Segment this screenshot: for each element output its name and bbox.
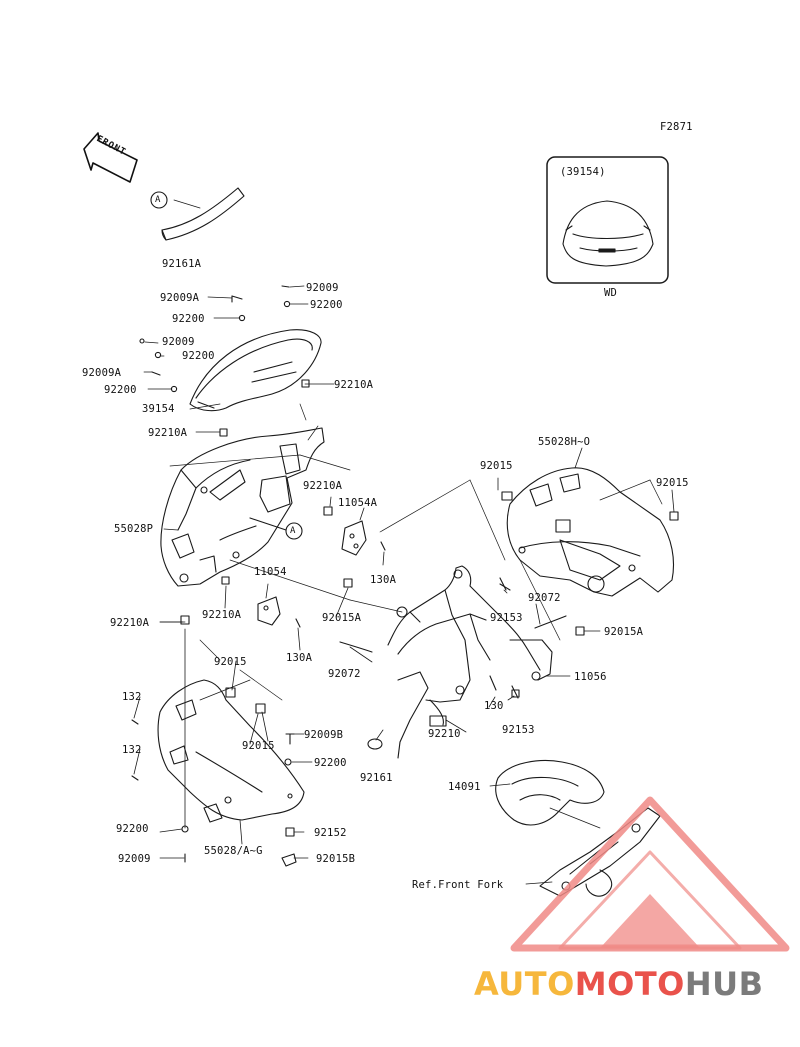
- cowl-stay-frame: [387, 565, 553, 759]
- part-label: 92152: [314, 827, 347, 839]
- part-label: 132: [122, 744, 142, 756]
- part-label: 92009A: [82, 367, 122, 379]
- part-label: 92161A: [162, 258, 202, 270]
- part-label: 130A: [370, 574, 397, 586]
- part-label: 92210: [428, 728, 461, 740]
- part-label: 92015: [214, 656, 247, 668]
- trim-pad-92161a: [150, 187, 245, 241]
- windshield-39154: [189, 329, 322, 412]
- part-label: 11054A: [338, 497, 378, 509]
- part-label: 11056: [574, 671, 607, 683]
- lower-cowl-55028ag: [131, 679, 305, 823]
- part-label: 92200: [172, 313, 205, 325]
- part-label: 92009: [118, 853, 151, 865]
- part-label: 92153: [502, 724, 535, 736]
- automotohub-logo: AUTOMOTOHUB: [474, 966, 764, 1002]
- part-label: 92200: [310, 299, 343, 311]
- part-label: 92200: [182, 350, 215, 362]
- part-label: 92210A: [110, 617, 150, 629]
- front-arrow-icon: [83, 132, 138, 183]
- plug-92161: [367, 738, 383, 750]
- cover-14091: [495, 760, 605, 826]
- marker-a-label-2: A: [290, 526, 296, 536]
- inset-frame: [546, 156, 669, 284]
- part-label: 92072: [528, 592, 561, 604]
- bracket-11054: [221, 576, 301, 628]
- part-label: 55028P: [114, 523, 154, 535]
- part-label: 92009: [306, 282, 339, 294]
- assembly-lines: [169, 403, 663, 829]
- figure-code: F2871: [660, 121, 693, 133]
- reference-label: Ref.Front Fork: [412, 879, 504, 891]
- part-label: 130: [484, 700, 504, 712]
- part-label: 132: [122, 691, 142, 703]
- inset-caption: WD: [604, 287, 618, 299]
- part-label: 55028H~O: [538, 436, 591, 448]
- part-label: 130A: [286, 652, 313, 664]
- part-label: 92015: [656, 477, 689, 489]
- part-label: 92015B: [316, 853, 356, 865]
- part-label: 92161: [360, 772, 393, 784]
- part-label: 14091: [448, 781, 481, 793]
- part-label: 92009: [162, 336, 195, 348]
- cable-tie-92072: [339, 577, 585, 699]
- part-label: 11054: [254, 566, 287, 578]
- marker-a-icon: [249, 517, 303, 540]
- part-label: 92015: [242, 740, 275, 752]
- part-label: 92200: [116, 823, 149, 835]
- marker-a-label-1: A: [155, 195, 161, 205]
- logo-part-3: HUB: [684, 965, 764, 1003]
- part-label: 39154: [142, 403, 175, 415]
- part-label: 92200: [104, 384, 137, 396]
- part-label: 92210A: [148, 427, 188, 439]
- logo-part-2: MOTO: [574, 965, 685, 1003]
- upper-cowl-55028p: [160, 427, 325, 587]
- logo-part-1: AUTO: [474, 965, 575, 1003]
- part-label: 92009A: [160, 292, 200, 304]
- watermark-triangle-icon: [510, 796, 790, 952]
- part-label: 92210A: [202, 609, 242, 621]
- bolt-set-lower: [180, 615, 297, 867]
- part-label: 92015A: [604, 626, 644, 638]
- part-label: 92200: [314, 757, 347, 769]
- part-label: 92210A: [303, 480, 343, 492]
- leader-lines: [133, 199, 675, 885]
- right-cowl-55028h: [501, 467, 679, 597]
- part-label: 92153: [490, 612, 523, 624]
- part-label: 92015: [480, 460, 513, 472]
- part-label: 92015A: [322, 612, 362, 624]
- part-label: 55028/A~G: [204, 845, 263, 857]
- inset-part-label: (39154): [560, 166, 606, 178]
- part-label: 92210A: [334, 379, 374, 391]
- part-label: 92009B: [304, 729, 344, 741]
- bracket-11054a: [323, 506, 386, 556]
- part-label: 92072: [328, 668, 361, 680]
